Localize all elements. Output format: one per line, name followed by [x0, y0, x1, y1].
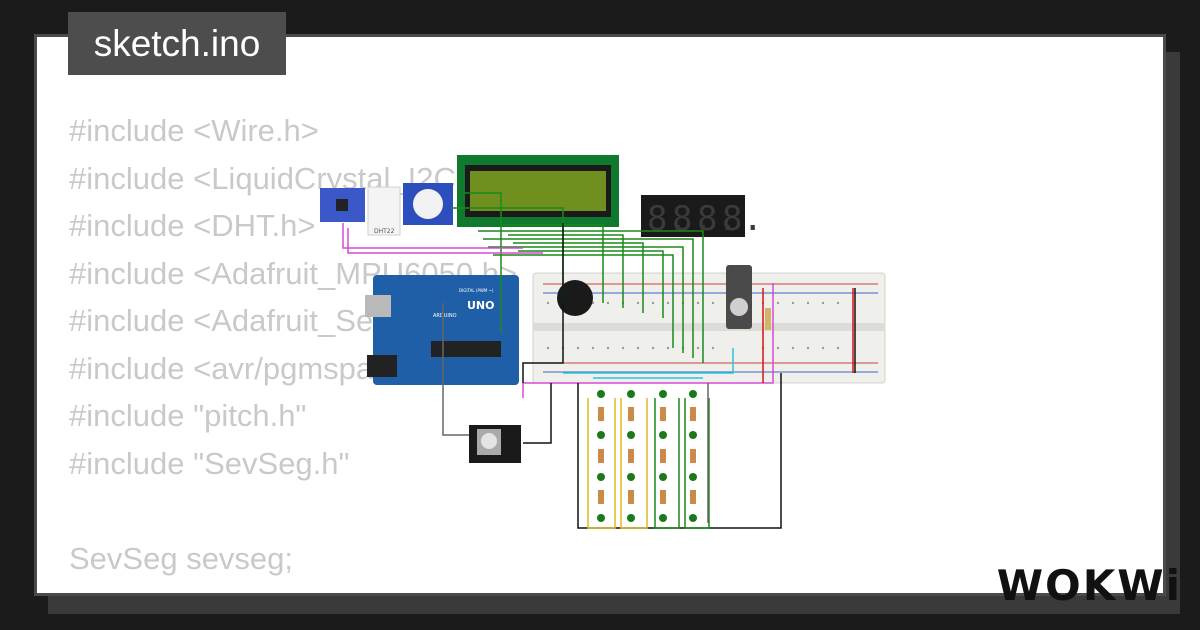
rotary-encoder: [469, 425, 521, 463]
preview-card: #include <Wire.h> #include <LiquidCrysta…: [34, 34, 1166, 596]
code-line: #include <DHT.h>: [69, 208, 316, 243]
seven-segment-digit: 8.: [672, 199, 713, 239]
servo-motor: [726, 265, 752, 329]
wires: [342, 192, 856, 529]
resistor: [765, 308, 771, 330]
buzzer: [557, 280, 593, 316]
pir-sensor: [403, 183, 453, 225]
code-line: SevSeg sevseg;: [69, 540, 294, 576]
arduino-digital-label: DIGITAL (PWM ~): [459, 288, 494, 293]
seven-segment-digit: 8.: [722, 199, 763, 239]
dht22-sensor: DHT22: [367, 186, 401, 236]
circuit-diagram: 8. 8. 8. 8. DHT22 UNO ARDUINO D: [320, 155, 886, 529]
wokwi-logo: WOKWi: [996, 561, 1182, 610]
seven-segment-digit: 8.: [697, 199, 738, 239]
code-line: #include "pitch.h": [69, 398, 307, 433]
dht22-label: DHT22: [374, 228, 395, 235]
seven-segment-digit: 8.: [647, 199, 688, 239]
code-line: #include <Wire.h>: [69, 113, 319, 148]
arduino-uno: UNO ARDUINO DIGITAL (PWM ~): [365, 275, 519, 385]
file-tab[interactable]: sketch.ino: [68, 12, 286, 75]
arduino-brand-label: ARDUINO: [433, 313, 457, 319]
arduino-uno-label: UNO: [467, 299, 495, 312]
code-line: #include "SevSeg.h": [69, 445, 350, 481]
seven-segment-display: 8. 8. 8. 8.: [641, 195, 763, 239]
keypad: [597, 390, 697, 522]
lcd-display: [457, 155, 619, 227]
mpu6050-sensor: [320, 188, 365, 222]
